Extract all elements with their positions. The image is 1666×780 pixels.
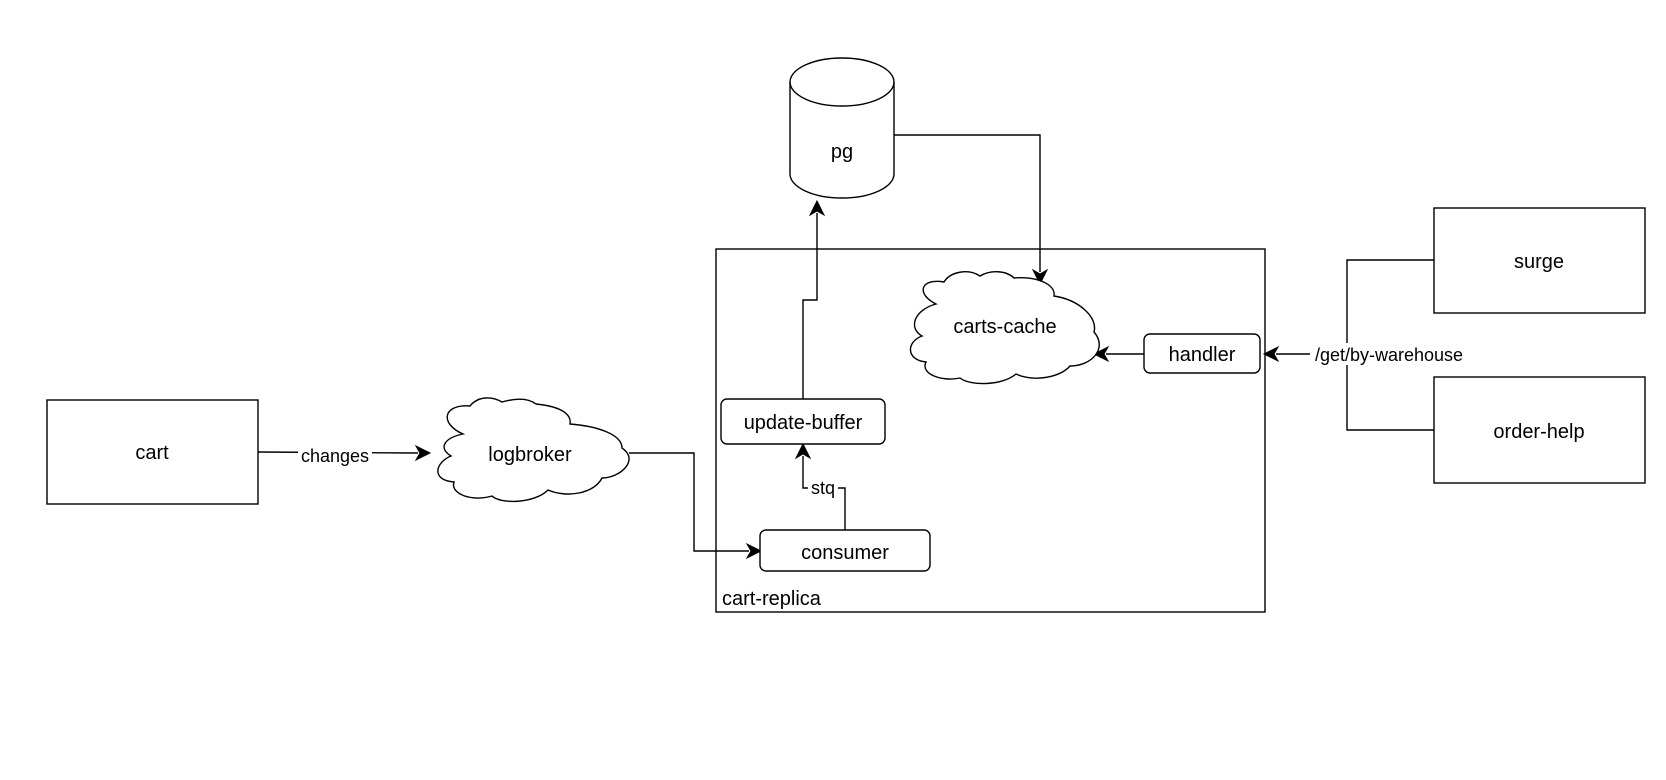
- node-consumer: consumer: [759, 529, 931, 572]
- edge-logbroker-to-consumer-arrowhead: [745, 542, 763, 560]
- node-logbroker-label: logbroker: [488, 444, 572, 466]
- edge-logbroker-to-consumer: [629, 452, 763, 560]
- node-update-buffer-box: [720, 398, 886, 445]
- edge-pg-to-carts-cache-arrowhead: [1031, 268, 1049, 286]
- edges: changes stq: [257, 134, 1468, 560]
- edge-cart-to-logbroker-arrowhead: [414, 444, 432, 462]
- node-cart-label: cart: [135, 442, 169, 464]
- edge-clients-to-handler: /get/by-warehouse: [1262, 259, 1468, 431]
- node-pg: pg: [789, 57, 895, 199]
- cart-replica-label: cart-replica: [722, 588, 822, 610]
- node-carts-cache-label: carts-cache: [953, 316, 1056, 338]
- nodes: cart logbroker pg carts-cache handler up…: [46, 57, 1646, 572]
- node-surge-label: surge: [1514, 251, 1564, 273]
- edge-cart-to-logbroker-label: changes: [301, 446, 369, 466]
- edge-consumer-to-update-buffer: stq: [794, 442, 846, 530]
- node-update-buffer-label: update-buffer: [744, 412, 863, 434]
- node-consumer-box: [759, 529, 931, 572]
- edge-logbroker-to-consumer-line: [629, 452, 749, 552]
- node-pg-database-icon: [789, 57, 895, 199]
- node-surge: surge: [1433, 207, 1646, 314]
- edge-pg-to-carts-cache: [894, 134, 1049, 286]
- node-handler-label: handler: [1169, 344, 1236, 366]
- edge-clients-to-handler-label: /get/by-warehouse: [1315, 345, 1463, 365]
- node-handler: handler: [1143, 333, 1261, 374]
- edge-handler-to-carts-cache: [1092, 345, 1144, 363]
- node-order-help-box: [1433, 376, 1646, 484]
- cart-replica-group: cart-replica: [715, 248, 1266, 613]
- edge-cart-to-logbroker: changes: [257, 443, 432, 466]
- node-order-help: order-help: [1433, 376, 1646, 484]
- node-surge-box: [1433, 207, 1646, 314]
- edge-consumer-to-update-buffer-label: stq: [811, 478, 835, 498]
- edge-update-buffer-to-pg-line: [802, 213, 818, 399]
- edge-clients-to-handler-label-bg: [1310, 343, 1468, 365]
- node-pg-cylinder-top-rim: [789, 81, 895, 107]
- node-logbroker: logbroker: [437, 397, 630, 503]
- edge-cart-to-logbroker-label-bg: [298, 443, 372, 465]
- node-update-buffer: update-buffer: [720, 398, 886, 445]
- node-carts-cache: carts-cache: [909, 271, 1100, 385]
- edge-pg-to-carts-cache-line: [894, 134, 1041, 272]
- node-cart-box: [46, 399, 259, 505]
- edge-update-buffer-to-pg: [802, 199, 826, 399]
- node-carts-cache-cloud-icon: [909, 271, 1100, 385]
- edge-consumer-to-update-buffer-label-bg: [808, 477, 838, 499]
- node-logbroker-cloud-icon: [437, 397, 630, 503]
- edge-clients-to-handler-arrowhead: [1262, 345, 1280, 363]
- node-consumer-label: consumer: [801, 542, 889, 564]
- node-cart: cart: [46, 399, 259, 505]
- node-handler-box: [1143, 333, 1261, 374]
- edge-consumer-to-update-buffer-arrowhead: [794, 442, 812, 460]
- node-order-help-label: order-help: [1493, 421, 1584, 443]
- edge-handler-to-carts-cache-arrowhead: [1092, 345, 1110, 363]
- node-pg-label: pg: [831, 141, 853, 163]
- cart-replica-boundary: [715, 248, 1266, 613]
- edge-update-buffer-to-pg-arrowhead: [808, 199, 826, 217]
